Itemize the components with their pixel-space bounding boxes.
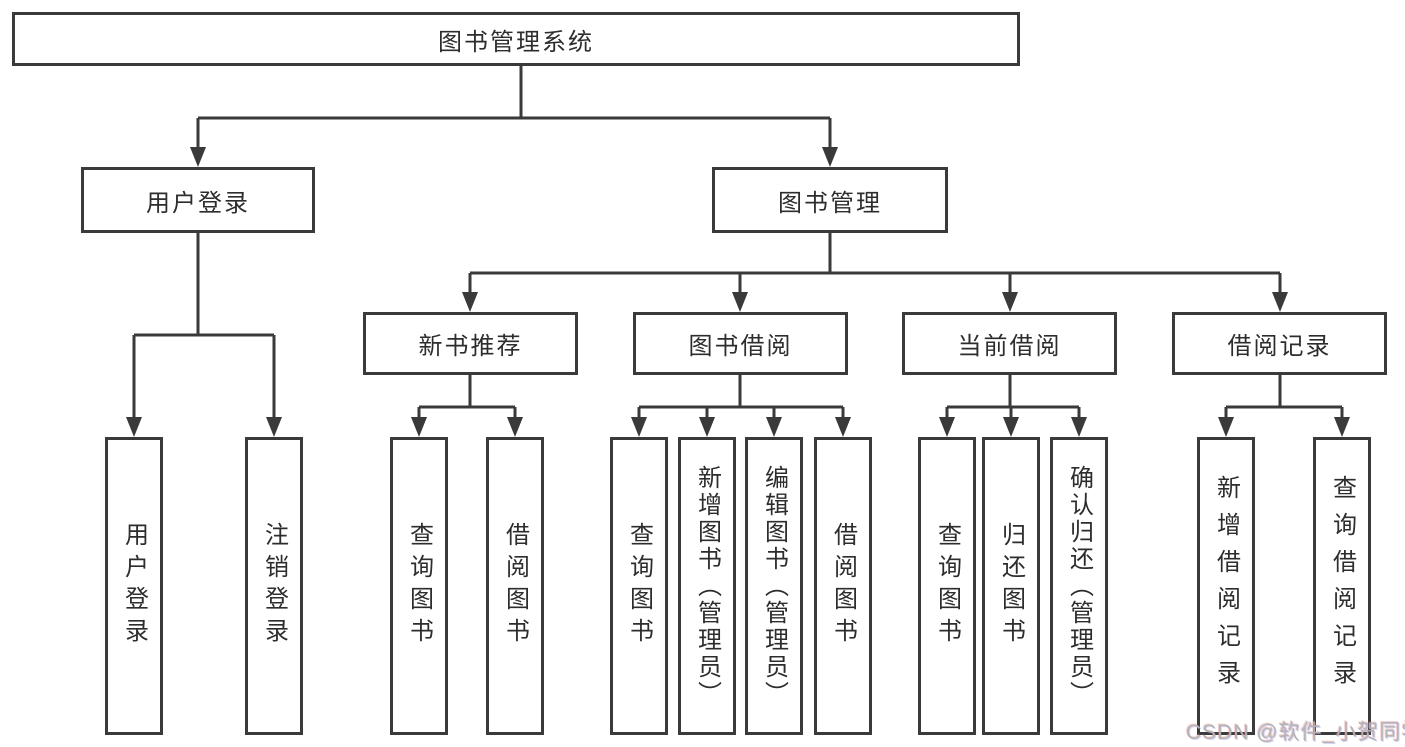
- leaf-add-borrow-record-label: 新增借阅记录: [1212, 475, 1240, 697]
- leaf-borrow-books: 借阅图书: [814, 437, 872, 735]
- arrow-icon: [766, 417, 782, 437]
- node-book-borrowing: 图书借阅: [633, 312, 848, 375]
- leaf-query-books-label: 查询图书: [625, 522, 653, 650]
- node-library-system: 图书管理系统: [12, 12, 1020, 66]
- arrowheads: [126, 147, 1350, 437]
- leaf-confirm-return-admin: 确认归还（管理员）: [1050, 437, 1108, 735]
- arrow-icon: [631, 417, 647, 437]
- leaf-borrow-books-label: 借阅图书: [829, 522, 857, 650]
- leaf-user-login: 用户登录: [105, 437, 163, 735]
- node-new-book-recommendation-label: 新书推荐: [418, 333, 523, 360]
- arrow-icon: [1071, 417, 1087, 437]
- leaf-user-login-label: 用户登录: [120, 522, 148, 650]
- arrow-icon: [266, 417, 282, 437]
- leaf-query-books: 查询图书: [390, 437, 448, 735]
- node-user-login-label: 用户登录: [146, 189, 250, 217]
- node-new-book-recommendation: 新书推荐: [363, 312, 578, 375]
- arrow-icon: [1003, 417, 1019, 437]
- node-current-borrowing: 当前借阅: [902, 312, 1117, 375]
- leaf-return-books-label: 归还图书: [997, 522, 1025, 650]
- leaf-logout-label: 注销登录: [260, 522, 288, 650]
- leaf-query-borrow-record: 查询借阅记录: [1313, 437, 1371, 735]
- arrow-icon: [126, 417, 142, 437]
- node-library-system-label: 图书管理系统: [438, 28, 594, 56]
- connector-borrowing-records: [1224, 375, 1344, 421]
- node-borrowing-records-label: 借阅记录: [1227, 333, 1332, 360]
- leaf-query-books: 查询图书: [918, 437, 976, 735]
- leaf-add-books-admin: 新增图书（管理员）: [678, 437, 736, 735]
- arrow-icon: [732, 292, 748, 312]
- arrow-icon: [1002, 292, 1018, 312]
- leaf-return-books: 归还图书: [982, 437, 1040, 735]
- leaf-query-borrow-record-label: 查询借阅记录: [1328, 475, 1356, 697]
- arrow-icon: [822, 147, 838, 167]
- node-current-borrowing-label: 当前借阅: [957, 333, 1062, 360]
- node-user-login: 用户登录: [81, 167, 315, 233]
- arrow-icon: [462, 292, 478, 312]
- arrow-icon: [411, 417, 427, 437]
- leaf-edit-books-admin: 编辑图书（管理员）: [745, 437, 803, 735]
- connector-user-login: [132, 233, 276, 421]
- arrow-icon: [1218, 417, 1234, 437]
- node-borrowing-records: 借阅记录: [1172, 312, 1387, 375]
- node-book-borrowing-label: 图书借阅: [688, 333, 793, 360]
- leaf-confirm-return-admin-label: 确认归还（管理员）: [1065, 464, 1093, 708]
- leaf-logout: 注销登录: [245, 437, 303, 735]
- leaf-query-books: 查询图书: [610, 437, 668, 735]
- arrow-icon: [699, 417, 715, 437]
- leaf-query-books-label: 查询图书: [933, 522, 961, 650]
- arrow-icon: [1272, 292, 1288, 312]
- arrow-icon: [1334, 417, 1350, 437]
- arrow-icon: [835, 417, 851, 437]
- leaf-edit-books-admin-label: 编辑图书（管理员）: [760, 464, 788, 708]
- connector-root: [196, 66, 832, 151]
- arrow-icon: [939, 417, 955, 437]
- connector-book-management: [468, 233, 1282, 296]
- leaf-add-books-admin-label: 新增图书（管理员）: [693, 464, 721, 708]
- arrow-icon: [190, 147, 206, 167]
- leaf-borrow-books: 借阅图书: [486, 437, 544, 735]
- leaf-borrow-books-label: 借阅图书: [501, 522, 529, 650]
- connector-current-borrowing: [945, 375, 1081, 421]
- node-book-management: 图书管理: [712, 167, 948, 233]
- node-book-management-label: 图书管理: [778, 189, 882, 217]
- leaf-query-books-label: 查询图书: [405, 522, 433, 650]
- csdn-watermark: CSDN @软件_小贺同学: [1186, 721, 1405, 744]
- arrow-icon: [507, 417, 523, 437]
- leaf-add-borrow-record: 新增借阅记录: [1197, 437, 1255, 735]
- connector-book-borrowing: [637, 375, 845, 421]
- connector-new-book-recommendation: [417, 375, 517, 421]
